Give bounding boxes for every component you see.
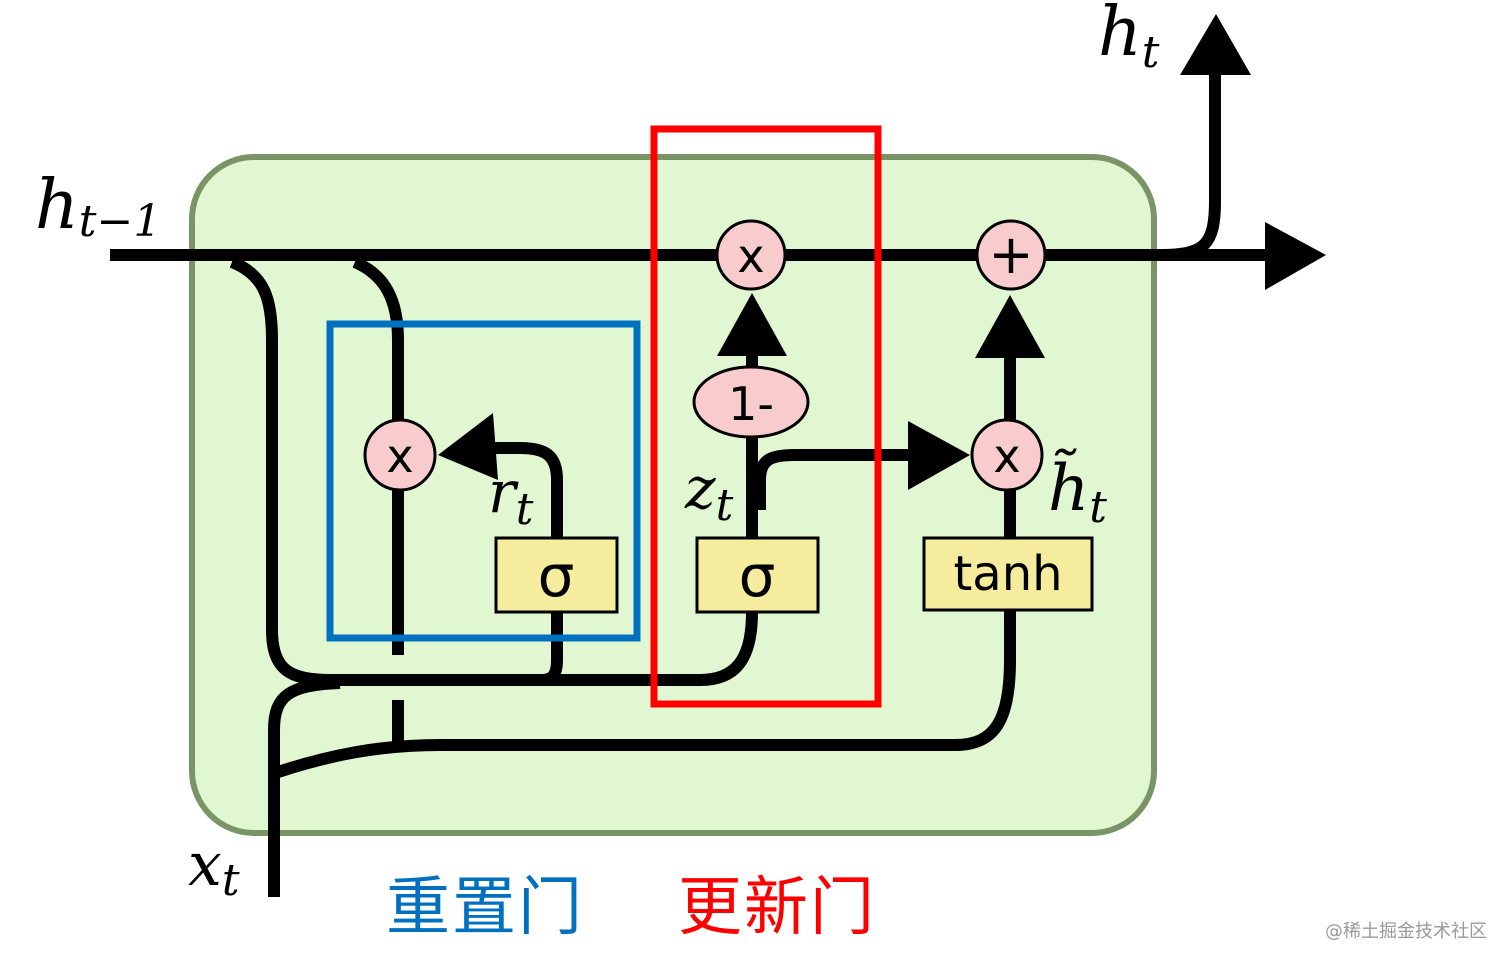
add-op: + <box>975 219 1047 291</box>
label-h-tilde: h̃t <box>1048 449 1107 533</box>
candidate-arrow-head <box>975 295 1045 358</box>
wire-xt <box>268 677 341 897</box>
label-h-out: ht <box>1098 0 1160 78</box>
update-gate-label: 更新门 <box>678 871 876 945</box>
wire-zt-right <box>754 449 915 510</box>
wire-sigma1-down <box>539 612 563 686</box>
wire-hprev-to-gates <box>229 256 758 686</box>
right-arrow-head <box>1265 222 1326 290</box>
label-x-in: xt <box>188 830 240 906</box>
mul-symbol: x <box>737 229 764 283</box>
up-arrow-head <box>1180 14 1251 75</box>
candidate-mul-op: x <box>970 418 1044 492</box>
sigma-symbol: σ <box>538 542 575 610</box>
zt-arrow-head <box>908 421 970 490</box>
wire-hprev-to-reset-mul <box>352 256 404 655</box>
output-up-wire <box>1159 70 1221 261</box>
mul-symbol: x <box>386 429 413 483</box>
reset-sigma-layer: σ <box>494 536 619 614</box>
sigma-symbol: σ <box>739 542 776 610</box>
watermark: @稀土掘金技术社区 <box>1325 921 1487 942</box>
update-mul-op: x <box>715 219 787 291</box>
label-zt: zt <box>684 454 734 531</box>
reset-gate-label: 重置门 <box>386 871 584 945</box>
update-sigma-layer: σ <box>695 536 820 614</box>
one-minus-arrow-head <box>717 293 787 356</box>
update-gate-highlight <box>650 125 882 708</box>
mul-symbol: x <box>993 429 1020 483</box>
tanh-layer: tanh <box>922 536 1094 612</box>
add-symbol: + <box>988 223 1033 286</box>
one-minus-symbol: 1- <box>728 377 774 431</box>
label-h-prev: ht−1 <box>35 166 161 247</box>
reset-gate-highlight <box>326 320 641 642</box>
wire-xt-to-tanh <box>276 610 1016 778</box>
tanh-symbol: tanh <box>953 546 1062 602</box>
wire-rt <box>490 442 563 538</box>
label-rt: rt <box>488 458 534 535</box>
one-minus-op: 1- <box>692 365 810 439</box>
reset-mul-op: x <box>363 418 437 492</box>
rt-arrow-head <box>438 413 498 480</box>
